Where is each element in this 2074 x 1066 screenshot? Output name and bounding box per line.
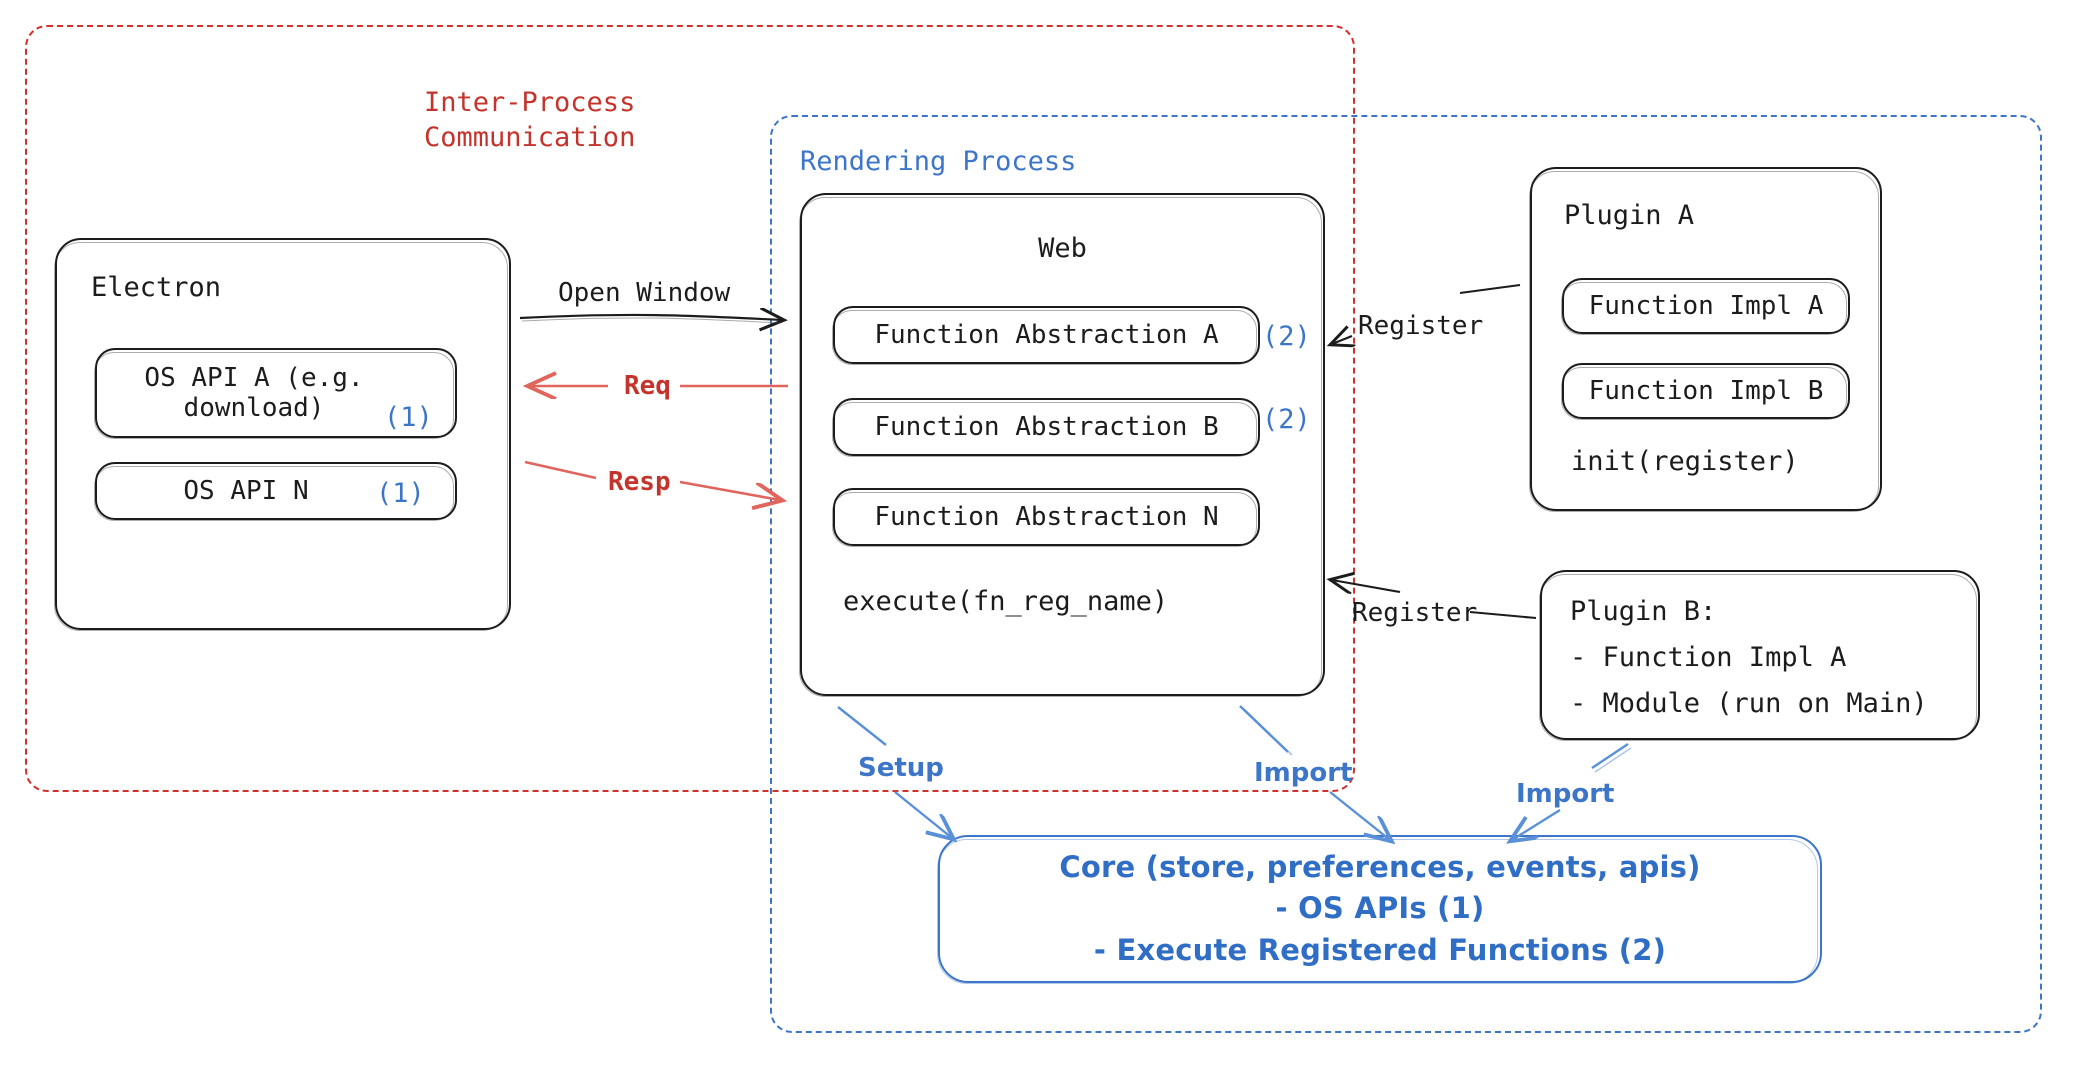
os-api-a-marker: (1): [384, 402, 433, 433]
plugin-a-box[interactable]: Plugin A: [1529, 167, 1882, 512]
plugin-a-title: Plugin A: [1564, 200, 1695, 231]
function-abstraction-a-label: Function Abstraction A: [874, 320, 1219, 350]
edge-label-resp: Resp: [608, 467, 671, 497]
os-api-n-label: OS API N: [183, 476, 309, 506]
plugin-a-function-impl-b-label: Function Impl B: [1588, 376, 1824, 406]
plugin-b-item-1: - Module (run on Main): [1570, 688, 1928, 719]
os-api-n-marker: (1): [376, 478, 425, 509]
plugin-a-init-method: init(register): [1571, 446, 1799, 477]
os-api-n-box[interactable]: OS API N: [94, 462, 457, 521]
function-abstraction-b-marker: (2): [1262, 404, 1311, 435]
ipc-container-label: Inter-Process Communication: [424, 87, 636, 153]
plugin-a-function-impl-b-box[interactable]: Function Impl B: [1561, 363, 1850, 420]
edge-label-register-b: Register: [1352, 598, 1478, 628]
function-abstraction-b-box[interactable]: Function Abstraction B: [832, 398, 1260, 457]
edge-label-register-a: Register: [1358, 311, 1484, 341]
function-abstraction-a-marker: (2): [1262, 321, 1311, 352]
plugin-b-title: Plugin B:: [1570, 596, 1717, 627]
edge-label-open-window: Open Window: [558, 278, 731, 308]
function-abstraction-n-box[interactable]: Function Abstraction N: [832, 488, 1260, 547]
ipc-container: [25, 25, 1355, 792]
edge-label-setup: Setup: [858, 753, 944, 783]
core-line-1: - OS APIs (1): [1275, 891, 1485, 926]
edge-label-req: Req: [624, 371, 671, 401]
plugin-a-function-impl-a-box[interactable]: Function Impl A: [1561, 278, 1850, 335]
web-title: Web: [1038, 233, 1087, 264]
electron-title: Electron: [91, 272, 222, 303]
edge-label-import-plugin-b: Import: [1516, 779, 1615, 809]
core-box[interactable]: Core (store, preferences, events, apis) -…: [937, 835, 1822, 984]
os-api-a-box[interactable]: OS API A (e.g. download): [94, 348, 457, 439]
edge-label-import-web: Import: [1254, 758, 1353, 788]
core-line-2: - Execute Registered Functions (2): [1093, 932, 1667, 967]
core-line-0: Core (store, preferences, events, apis): [1059, 850, 1701, 885]
function-abstraction-a-box[interactable]: Function Abstraction A: [832, 306, 1260, 365]
function-abstraction-n-label: Function Abstraction N: [874, 502, 1219, 532]
plugin-a-function-impl-a-label: Function Impl A: [1588, 291, 1824, 321]
rendering-process-container: [770, 115, 2042, 1033]
core-text: Core (store, preferences, events, apis) -…: [940, 837, 1820, 981]
rendering-process-label: Rendering Process: [800, 146, 1077, 177]
web-execute-method: execute(fn_reg_name): [843, 586, 1169, 617]
function-abstraction-b-label: Function Abstraction B: [874, 412, 1219, 442]
os-api-a-label: OS API A (e.g. download): [144, 363, 364, 423]
plugin-b-item-0: - Function Impl A: [1570, 642, 1847, 673]
